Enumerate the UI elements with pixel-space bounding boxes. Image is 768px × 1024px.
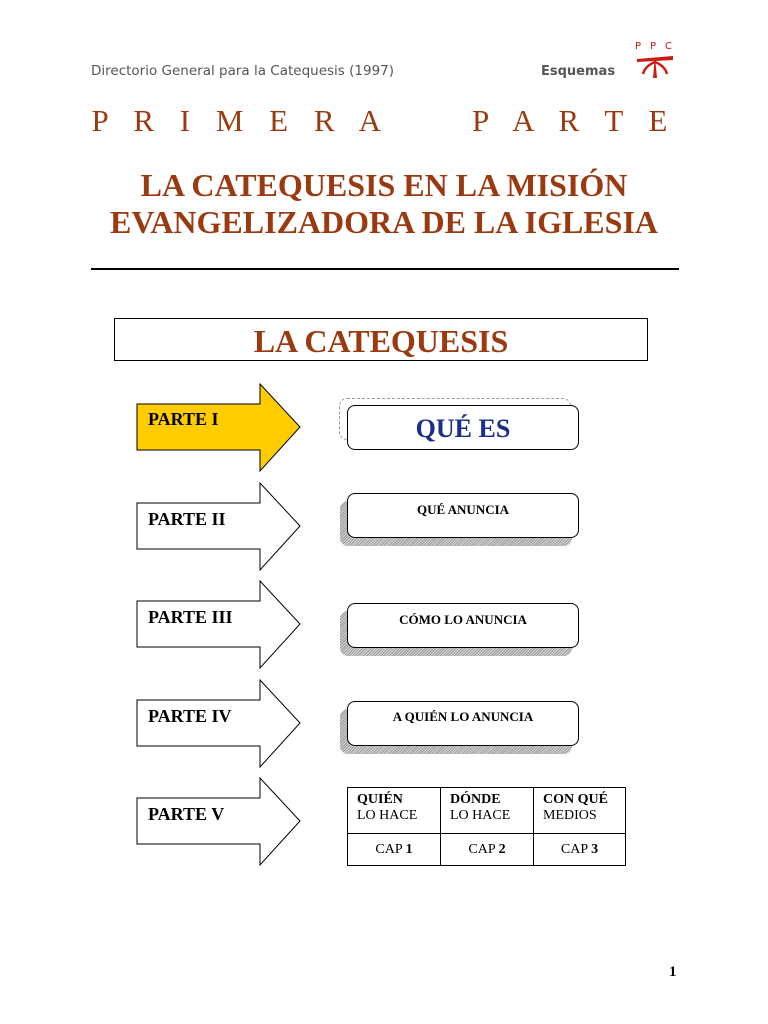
table-header-sub: MEDIOS xyxy=(543,808,597,823)
table-cap-cell: CAP 1 xyxy=(348,834,441,865)
main-title: LA CATEQUESIS EN LA MISIÓN EVANGELIZADOR… xyxy=(0,167,768,241)
table-header-sub: LO HACE xyxy=(357,808,418,823)
ppc-logo: PPC xyxy=(631,41,679,78)
parte-2-arrow-icon xyxy=(136,482,301,572)
como-lo-anuncia-text: CÓMO LO ANUNCIA xyxy=(399,612,527,627)
table-cap-number: 2 xyxy=(498,842,506,857)
table-cap-prefix: CAP xyxy=(560,842,592,857)
table-header-cell: CON QUÉ MEDIOS xyxy=(534,788,625,834)
document-header-section: Esquemas xyxy=(541,64,616,79)
parte-1-arrow-icon xyxy=(136,383,301,473)
parte-4-label: PARTE IV xyxy=(148,706,232,726)
que-es-text: QUÉ ES xyxy=(415,414,511,443)
parte-5-label: PARTE V xyxy=(148,804,225,824)
ppc-logo-mark-icon xyxy=(637,56,673,78)
como-lo-anuncia-box: CÓMO LO ANUNCIA xyxy=(347,603,579,648)
que-anuncia-box: QUÉ ANUNCIA xyxy=(347,493,579,538)
table-cap-cell: CAP 3 xyxy=(534,834,625,865)
parte-5-table: QUIÉN LO HACE DÓNDE LO HACE CON QUÉ MEDI… xyxy=(347,787,626,866)
ppc-logo-text: PPC xyxy=(635,41,682,52)
part-title: P R I M E R A P A R T E xyxy=(91,103,677,138)
main-title-line-2: EVANGELIZADORA DE LA IGLESIA xyxy=(109,204,658,240)
a-quien-lo-anuncia-box: A QUIÉN LO ANUNCIA xyxy=(347,701,579,746)
main-title-line-1: LA CATEQUESIS EN LA MISIÓN xyxy=(140,167,628,203)
parte-2-label: PARTE II xyxy=(148,509,226,529)
parte-4-arrow-icon xyxy=(136,679,301,769)
table-header-cell: QUIÉN LO HACE xyxy=(348,788,441,834)
catequesis-box: LA CATEQUESIS xyxy=(114,318,648,361)
que-anuncia-text: QUÉ ANUNCIA xyxy=(416,502,510,517)
table-cap-number: 1 xyxy=(405,842,413,857)
table-header-bold: QUIÉN xyxy=(357,792,403,807)
table-cap-prefix: CAP xyxy=(468,842,499,857)
table-header-sub: LO HACE xyxy=(450,808,511,823)
table-cap-prefix: CAP xyxy=(375,842,406,857)
page-number: 1 xyxy=(669,964,677,980)
table-header-bold: DÓNDE xyxy=(450,792,501,807)
a-quien-lo-anuncia-text: A QUIÉN LO ANUNCIA xyxy=(392,709,534,724)
parte-3-label: PARTE III xyxy=(148,607,233,627)
que-es-box: QUÉ ES xyxy=(347,405,579,450)
table-cap-cell: CAP 2 xyxy=(441,834,534,865)
table-header-bold: CON QUÉ xyxy=(543,792,608,807)
parte-3-arrow-icon xyxy=(136,580,301,670)
table-header-cell: DÓNDE LO HACE xyxy=(441,788,534,834)
document-header-title: Directorio General para la Catequesis (1… xyxy=(91,63,395,79)
table-cap-number: 3 xyxy=(591,842,599,857)
horizontal-rule xyxy=(91,268,679,270)
parte-1-label: PARTE I xyxy=(148,409,219,429)
parte-5-arrow-icon xyxy=(136,777,301,867)
